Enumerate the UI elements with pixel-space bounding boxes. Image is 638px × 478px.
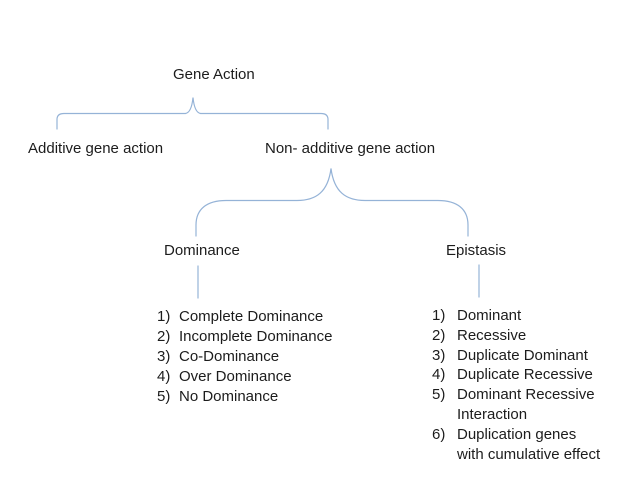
list-item-text: Dominant Recessive Interaction [457, 386, 595, 423]
brace-level1 [56, 97, 329, 130]
non-additive-gene-action-label: Non- additive gene action [265, 140, 436, 157]
list-item-number: 5) [157, 388, 171, 405]
list-item: 4) Over Dominance [157, 367, 332, 387]
list-item-text: Complete Dominance [179, 308, 324, 325]
list-item-text: Duplicate Dominant [457, 346, 588, 364]
list-item-number: 6) [432, 425, 446, 443]
list-item: 6) Duplication genes with cumulative eff… [432, 425, 600, 465]
list-item-text: Incomplete Dominance [179, 328, 333, 345]
list-item: 4) Duplicate Recessive [432, 365, 600, 385]
epistasis-list: 1) Dominant 2) Recessive 3) Duplicate Do… [432, 306, 600, 464]
dominance-list: 1) Complete Dominance 2) Incomplete Domi… [157, 307, 332, 407]
list-item-text: Duplicate Recessive [457, 366, 593, 384]
list-item: 1) Dominant [432, 306, 600, 326]
list-item-number: 3) [432, 346, 446, 364]
list-item-text: Over Dominance [179, 368, 292, 385]
list-item: 2) Incomplete Dominance [157, 327, 332, 347]
brace-level2 [195, 168, 469, 237]
epistasis-label: Epistasis [446, 242, 507, 259]
list-item-number: 4) [432, 366, 446, 384]
list-item: 3) Co-Dominance [157, 347, 332, 367]
list-item-number: 2) [432, 326, 446, 344]
list-item: 2) Recessive [432, 326, 600, 346]
list-item-number: 1) [432, 307, 446, 324]
list-item-text: Recessive [457, 326, 527, 344]
list-item: 3) Duplicate Dominant [432, 346, 600, 366]
list-item: 1) Complete Dominance [157, 307, 332, 327]
list-item-text: Duplication genes with cumulative effect [457, 425, 601, 463]
list-item-number: 1) [157, 308, 171, 325]
additive-gene-action-label: Additive gene action [28, 140, 164, 157]
list-item-number: 5) [432, 386, 446, 404]
list-item: 5) Dominant Recessive Interaction [432, 385, 600, 425]
list-item-number: 4) [157, 368, 171, 385]
list-item: 5) No Dominance [157, 387, 332, 407]
dominance-label: Dominance [164, 242, 240, 259]
list-item-number: 2) [157, 328, 171, 345]
list-item-number: 3) [157, 348, 171, 365]
list-item-text: Co-Dominance [179, 348, 280, 365]
diagram-title: Gene Action [173, 66, 255, 83]
list-item-text: No Dominance [179, 388, 279, 405]
list-item-text: Dominant [457, 307, 522, 324]
